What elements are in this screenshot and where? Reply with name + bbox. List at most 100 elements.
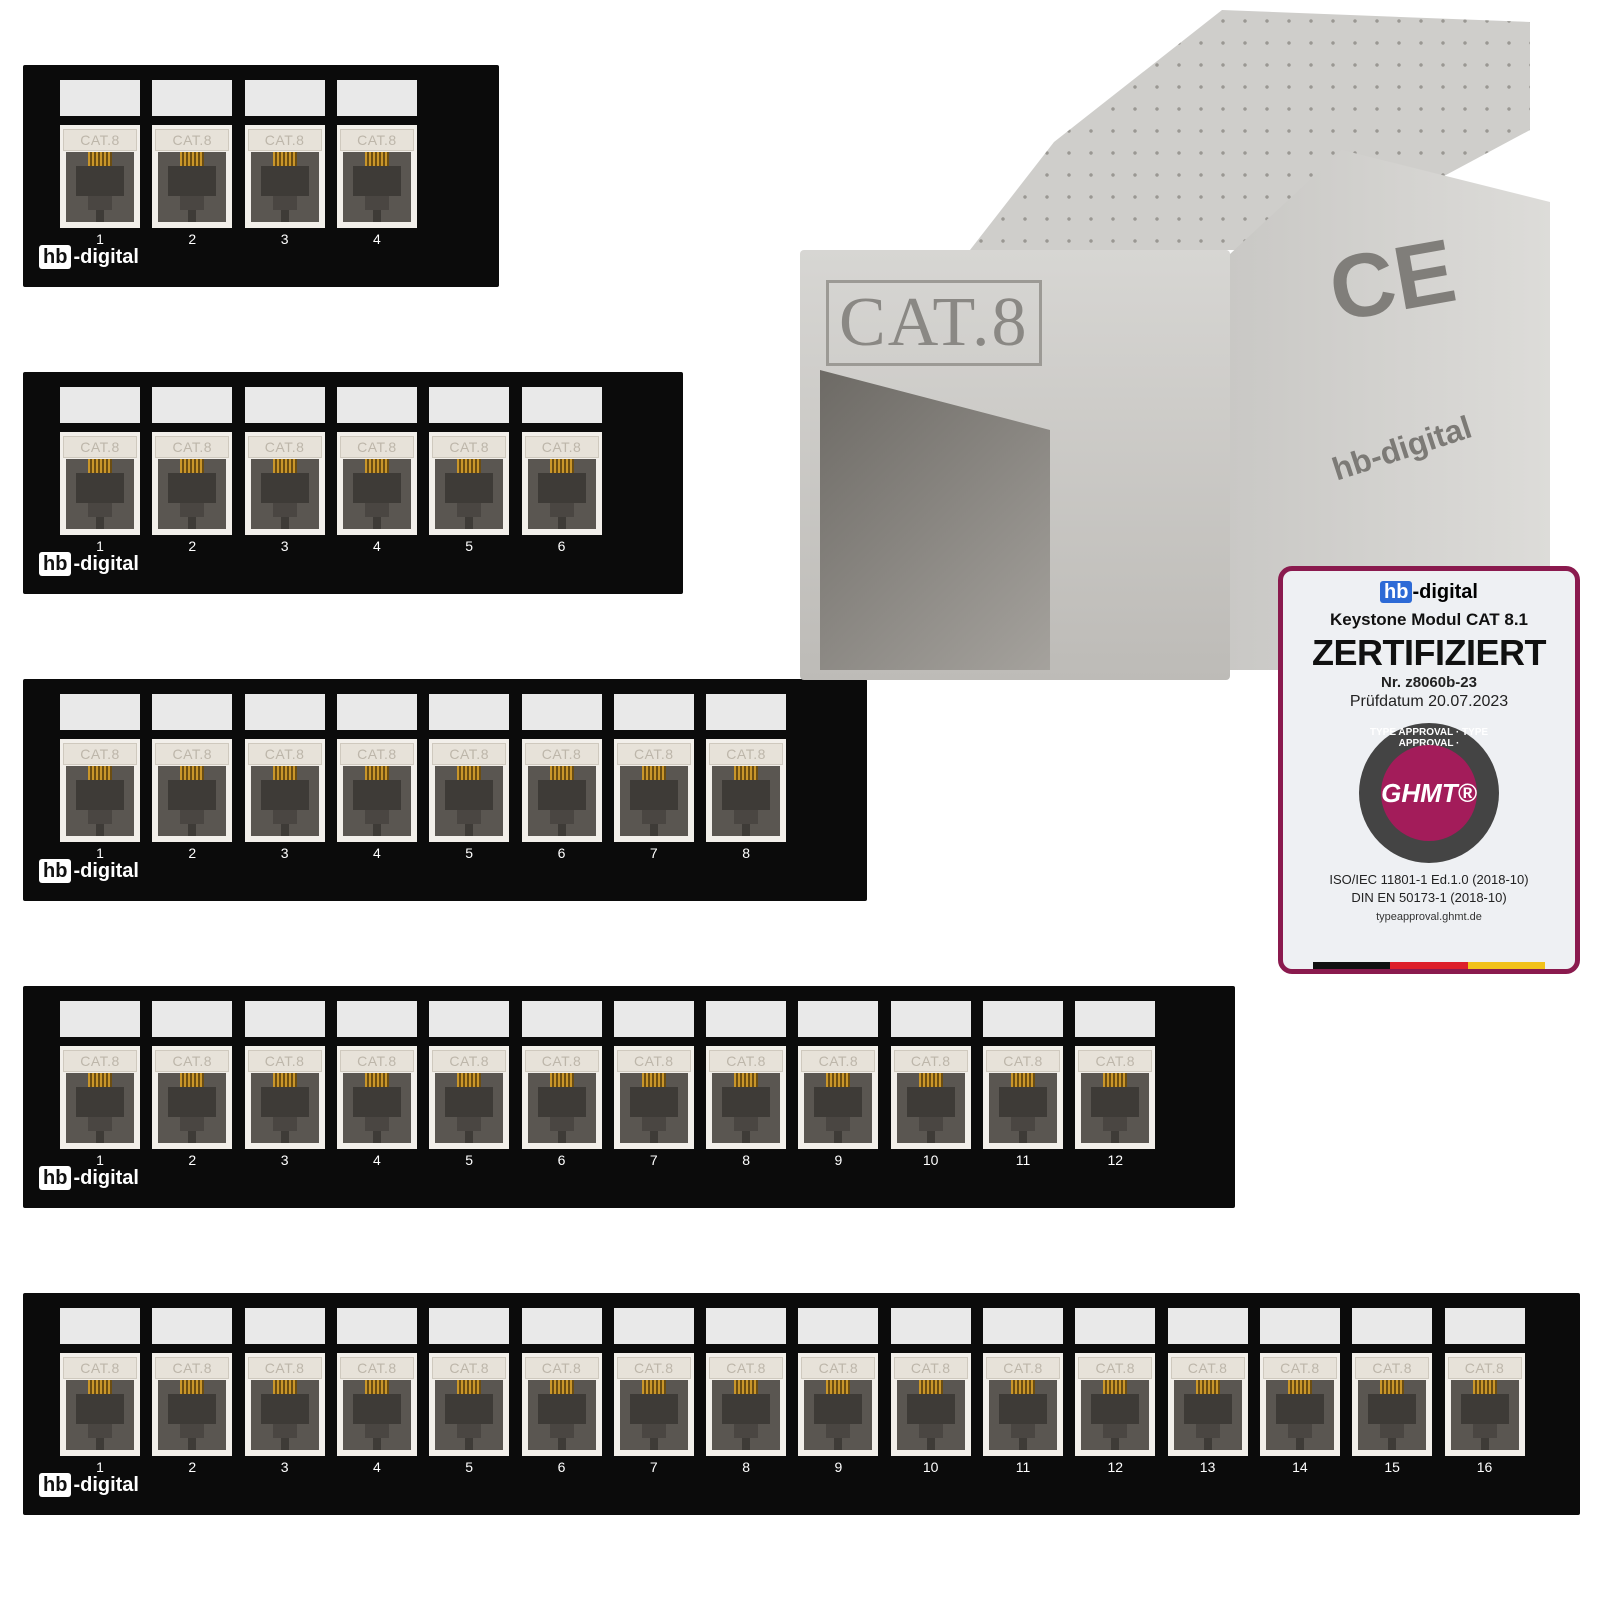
jack-cat-label: CAT.8 <box>63 1357 137 1379</box>
jack-cat-label: CAT.8 <box>1078 1357 1153 1379</box>
port-number: 2 <box>188 538 197 554</box>
jack-cat-label: CAT.8 <box>524 436 599 458</box>
port-number: 16 <box>1476 1459 1493 1475</box>
port-number: 10 <box>922 1459 939 1475</box>
socket-icon <box>527 1073 596 1143</box>
socket-icon <box>250 1073 319 1143</box>
panel-brand-logo: hb-digital <box>39 552 139 576</box>
rj45-jack: CAT.8 <box>798 1353 879 1456</box>
rj45-jack: CAT.8 <box>336 739 417 842</box>
standard-iso: ISO/IEC 11801-1 Ed.1.0 (2018-10) <box>1329 872 1529 887</box>
port-number: 9 <box>834 1459 843 1475</box>
label-strip <box>1167 1308 1248 1344</box>
jack-cat-label: CAT.8 <box>247 436 322 458</box>
socket-icon <box>250 1380 319 1450</box>
socket-icon <box>1081 1073 1150 1143</box>
port-number: 12 <box>1107 1152 1124 1168</box>
label-strip <box>1259 1308 1340 1344</box>
certificate-number: Nr. z8060b-23 <box>1381 674 1477 691</box>
hb-logo-icon: hb <box>39 1166 72 1190</box>
rj45-jack: CAT.8 <box>983 1353 1063 1456</box>
port-number: 8 <box>742 1152 750 1168</box>
hb-logo-icon: hb <box>39 552 72 576</box>
port-number: 5 <box>465 538 474 554</box>
jack-cat-label: CAT.8 <box>801 1357 876 1379</box>
port-number: 14 <box>1292 1459 1308 1475</box>
label-strip <box>521 694 602 730</box>
jack-cat-label: CAT.8 <box>709 1050 784 1072</box>
socket-icon <box>989 1073 1057 1143</box>
socket-icon <box>342 1073 411 1143</box>
certificate-badge: hb-digital Keystone Modul CAT 8.1 ZERTIF… <box>1278 566 1580 974</box>
port-number: 1 <box>96 538 104 554</box>
standard-din: DIN EN 50173-1 (2018-10) <box>1351 890 1507 905</box>
rj45-jack: CAT.8 <box>429 1046 510 1149</box>
label-strip <box>60 694 140 730</box>
jack-cat-label: CAT.8 <box>432 1357 507 1379</box>
label-strip <box>244 80 325 116</box>
socket-icon <box>66 766 134 836</box>
socket-icon <box>66 459 134 529</box>
jack-cat-label: CAT.8 <box>986 1357 1060 1379</box>
socket-icon <box>527 766 596 836</box>
jack-cat-label: CAT.8 <box>247 1357 322 1379</box>
port-number: 1 <box>96 845 104 861</box>
port-number: 3 <box>280 538 289 554</box>
port-number: 15 <box>1384 1459 1400 1475</box>
socket-icon <box>619 1073 688 1143</box>
label-strip <box>152 1308 233 1344</box>
jack-cat-label: CAT.8 <box>524 743 599 765</box>
panel-brand-logo: hb-digital <box>39 859 139 883</box>
socket-icon <box>66 152 134 222</box>
label-strip <box>613 694 694 730</box>
socket-icon <box>158 152 227 222</box>
socket-icon <box>712 1073 781 1143</box>
label-strip <box>1444 1308 1525 1344</box>
port-number: 6 <box>557 538 566 554</box>
port-number: 5 <box>465 1459 474 1475</box>
jack-cat-label: CAT.8 <box>1262 1357 1337 1379</box>
brand-suffix: -digital <box>73 552 139 575</box>
label-strip <box>60 1001 140 1037</box>
label-strip <box>706 1308 787 1344</box>
hb-logo-icon: hb <box>39 245 72 269</box>
rj45-jack: CAT.8 <box>1075 1353 1156 1456</box>
hb-logo-icon: hb <box>39 859 72 883</box>
port-number: 3 <box>280 1152 289 1168</box>
rj45-jack: CAT.8 <box>706 1353 787 1456</box>
rj45-jack: CAT.8 <box>336 125 417 228</box>
label-strip <box>244 1001 325 1037</box>
jack-cat-label: CAT.8 <box>709 743 784 765</box>
jack-cat-label: CAT.8 <box>155 1357 230 1379</box>
port-number: 1 <box>96 231 104 247</box>
certificate-url: typeapproval.ghmt.de <box>1376 911 1482 923</box>
label-strip <box>60 1308 140 1344</box>
label-strip <box>429 1001 510 1037</box>
rj45-jack: CAT.8 <box>60 125 140 228</box>
brand-suffix: -digital <box>73 1166 139 1189</box>
german-flag-stripe <box>1313 962 1545 969</box>
port-number: 2 <box>188 1152 197 1168</box>
port-number: 1 <box>96 1152 104 1168</box>
rj45-jack: CAT.8 <box>429 1353 510 1456</box>
jack-cat-label: CAT.8 <box>1447 1357 1522 1379</box>
label-strip <box>429 694 510 730</box>
socket-icon <box>66 1073 134 1143</box>
label-strip <box>706 694 787 730</box>
rj45-jack: CAT.8 <box>1352 1353 1433 1456</box>
label-strip <box>706 1001 787 1037</box>
jack-cat-label: CAT.8 <box>247 129 322 151</box>
rj45-jack: CAT.8 <box>336 1046 417 1149</box>
socket-icon <box>66 1380 134 1450</box>
port-number: 13 <box>1199 1459 1216 1475</box>
jack-cat-label: CAT.8 <box>1355 1357 1430 1379</box>
port-number: 6 <box>557 845 566 861</box>
jack-cat-label: CAT.8 <box>155 129 230 151</box>
rj45-jack: CAT.8 <box>890 1353 971 1456</box>
jack-cat-label: CAT.8 <box>801 1050 876 1072</box>
port-number: 6 <box>557 1152 566 1168</box>
jack-cat-label: CAT.8 <box>709 1357 784 1379</box>
